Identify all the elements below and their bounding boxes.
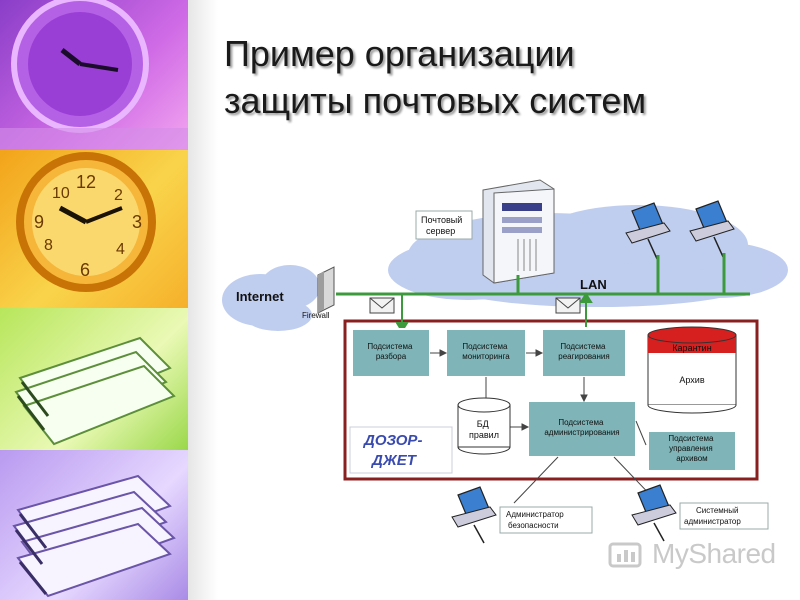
clock-panel-purple	[0, 0, 188, 150]
security-admin-label: Администратор безопасности	[506, 510, 566, 530]
computer-icon	[631, 484, 677, 542]
security-admin-line-1: Администратор	[506, 510, 564, 519]
watermark-text: MyShared	[652, 538, 776, 569]
subsystem-archive-mgmt-line-1: Подсистема	[668, 434, 714, 443]
security-admin-line-2: безопасности	[508, 521, 559, 530]
internet-label: Internet	[236, 289, 284, 304]
system-admin-line-1: Системный	[696, 506, 738, 515]
clock-icon: 12 3 6 9 10 2 4 8	[16, 152, 156, 292]
subsystem-parsing-line-2: разбора	[376, 352, 407, 361]
quarantine-label: Карантин	[672, 343, 711, 353]
svg-text:Подсистема реагировани: Подсистема реагирования	[558, 342, 609, 361]
subsystem-archive-mgmt-line-2: управления	[669, 444, 713, 453]
db-rules-line-2: правил	[469, 430, 499, 440]
papers-icon	[12, 474, 176, 598]
mail-server-label: Почтовый сервер	[421, 215, 465, 236]
svg-text:9: 9	[34, 212, 44, 232]
svg-text:Подсистема администрир: Подсистема администрирования	[544, 418, 619, 437]
svg-text:12: 12	[76, 172, 96, 192]
subsystem-archive-mgmt: Подсистема управления архивом	[647, 430, 737, 472]
watermark-icon	[608, 542, 642, 568]
database-icon	[457, 397, 511, 455]
db-rules-line-1: БД	[477, 419, 489, 429]
internet-cloud	[222, 265, 320, 331]
system-admin-label-box	[679, 502, 769, 530]
sidebar-fade	[188, 0, 218, 600]
firewall-icon	[317, 266, 335, 314]
subsystem-archive-mgmt-line-3: архивом	[676, 454, 707, 463]
computer-icon	[451, 486, 497, 544]
clock-panel-orange: 12 3 6 9 10 2 4 8	[0, 150, 188, 308]
svg-text:2: 2	[114, 187, 123, 204]
svg-text:8: 8	[44, 237, 53, 254]
subsystem-admin: Подсистема администрирования	[527, 400, 637, 458]
server-icon	[482, 179, 555, 284]
archive-label: Архив	[679, 375, 704, 385]
decorative-sidebar: 12 3 6 9 10 2 4 8	[0, 0, 218, 600]
subsystem-response: Подсистема реагирования	[541, 328, 627, 378]
svg-text:Подсистема управления: Подсистема управления архивом	[668, 434, 715, 463]
slide-title: Пример организации защиты почтовых систе…	[224, 30, 784, 124]
envelope-icon	[369, 297, 395, 314]
subsystem-response-line-1: Подсистема	[560, 342, 606, 351]
svg-text:Подсистема разбора: Подсистема разбора	[367, 342, 414, 361]
subsystem-parsing-line-1: Подсистема	[367, 342, 413, 351]
subsystem-parsing: Подсистема разбора	[351, 328, 431, 378]
network-diagram: Internet Firewall Почтовый сервер	[218, 175, 788, 570]
product-logo-line-1: ДОЗОР-	[362, 432, 422, 449]
firewall-label: Firewall	[302, 311, 330, 320]
product-logo-line-2: ДЖЕТ	[370, 452, 418, 469]
svg-text:Подсистема мониторинга: Подсистема мониторинга	[462, 342, 510, 361]
subsystem-monitoring: Подсистема мониторинга	[445, 328, 527, 378]
papers-panel-green	[0, 308, 188, 450]
subsystem-monitoring-line-1: Подсистема	[462, 342, 508, 351]
archive-storage	[647, 326, 737, 414]
clock-icon	[0, 0, 188, 150]
lan-arrows	[395, 292, 593, 333]
title-line-2: защиты почтовых систем	[224, 80, 647, 121]
system-admin-line-2: администратор	[684, 517, 741, 526]
subsystem-admin-line-1: Подсистема	[558, 418, 604, 427]
svg-text:3: 3	[132, 212, 142, 232]
subsystem-monitoring-line-2: мониторинга	[462, 352, 510, 361]
title-line-1: Пример организации	[224, 33, 575, 74]
computer-icon	[625, 202, 671, 262]
computer-icon	[689, 200, 735, 260]
db-rules-label: БД правил	[469, 419, 499, 440]
svg-text:10: 10	[52, 185, 70, 202]
mail-server-label-box	[415, 210, 473, 240]
mail-server-label-line-1: Почтовый	[421, 215, 462, 225]
system-admin-label: Системный администратор	[684, 506, 741, 526]
papers-icon	[14, 336, 176, 446]
subsystem-response-line-2: реагирования	[558, 352, 609, 361]
security-admin-label-box	[499, 506, 593, 534]
envelope-icon	[555, 297, 581, 314]
svg-text:6: 6	[80, 260, 90, 280]
papers-panel-lavender	[0, 450, 188, 600]
lan-label: LAN	[580, 277, 607, 292]
mail-server-label-line-2: сервер	[426, 226, 455, 236]
svg-text:4: 4	[116, 241, 125, 258]
subsystem-admin-line-2: администрирования	[544, 428, 619, 437]
product-logo: ДОЗОР- ДЖЕТ	[349, 426, 453, 474]
diagram-svg: Internet Firewall Почтовый сервер	[222, 179, 788, 544]
